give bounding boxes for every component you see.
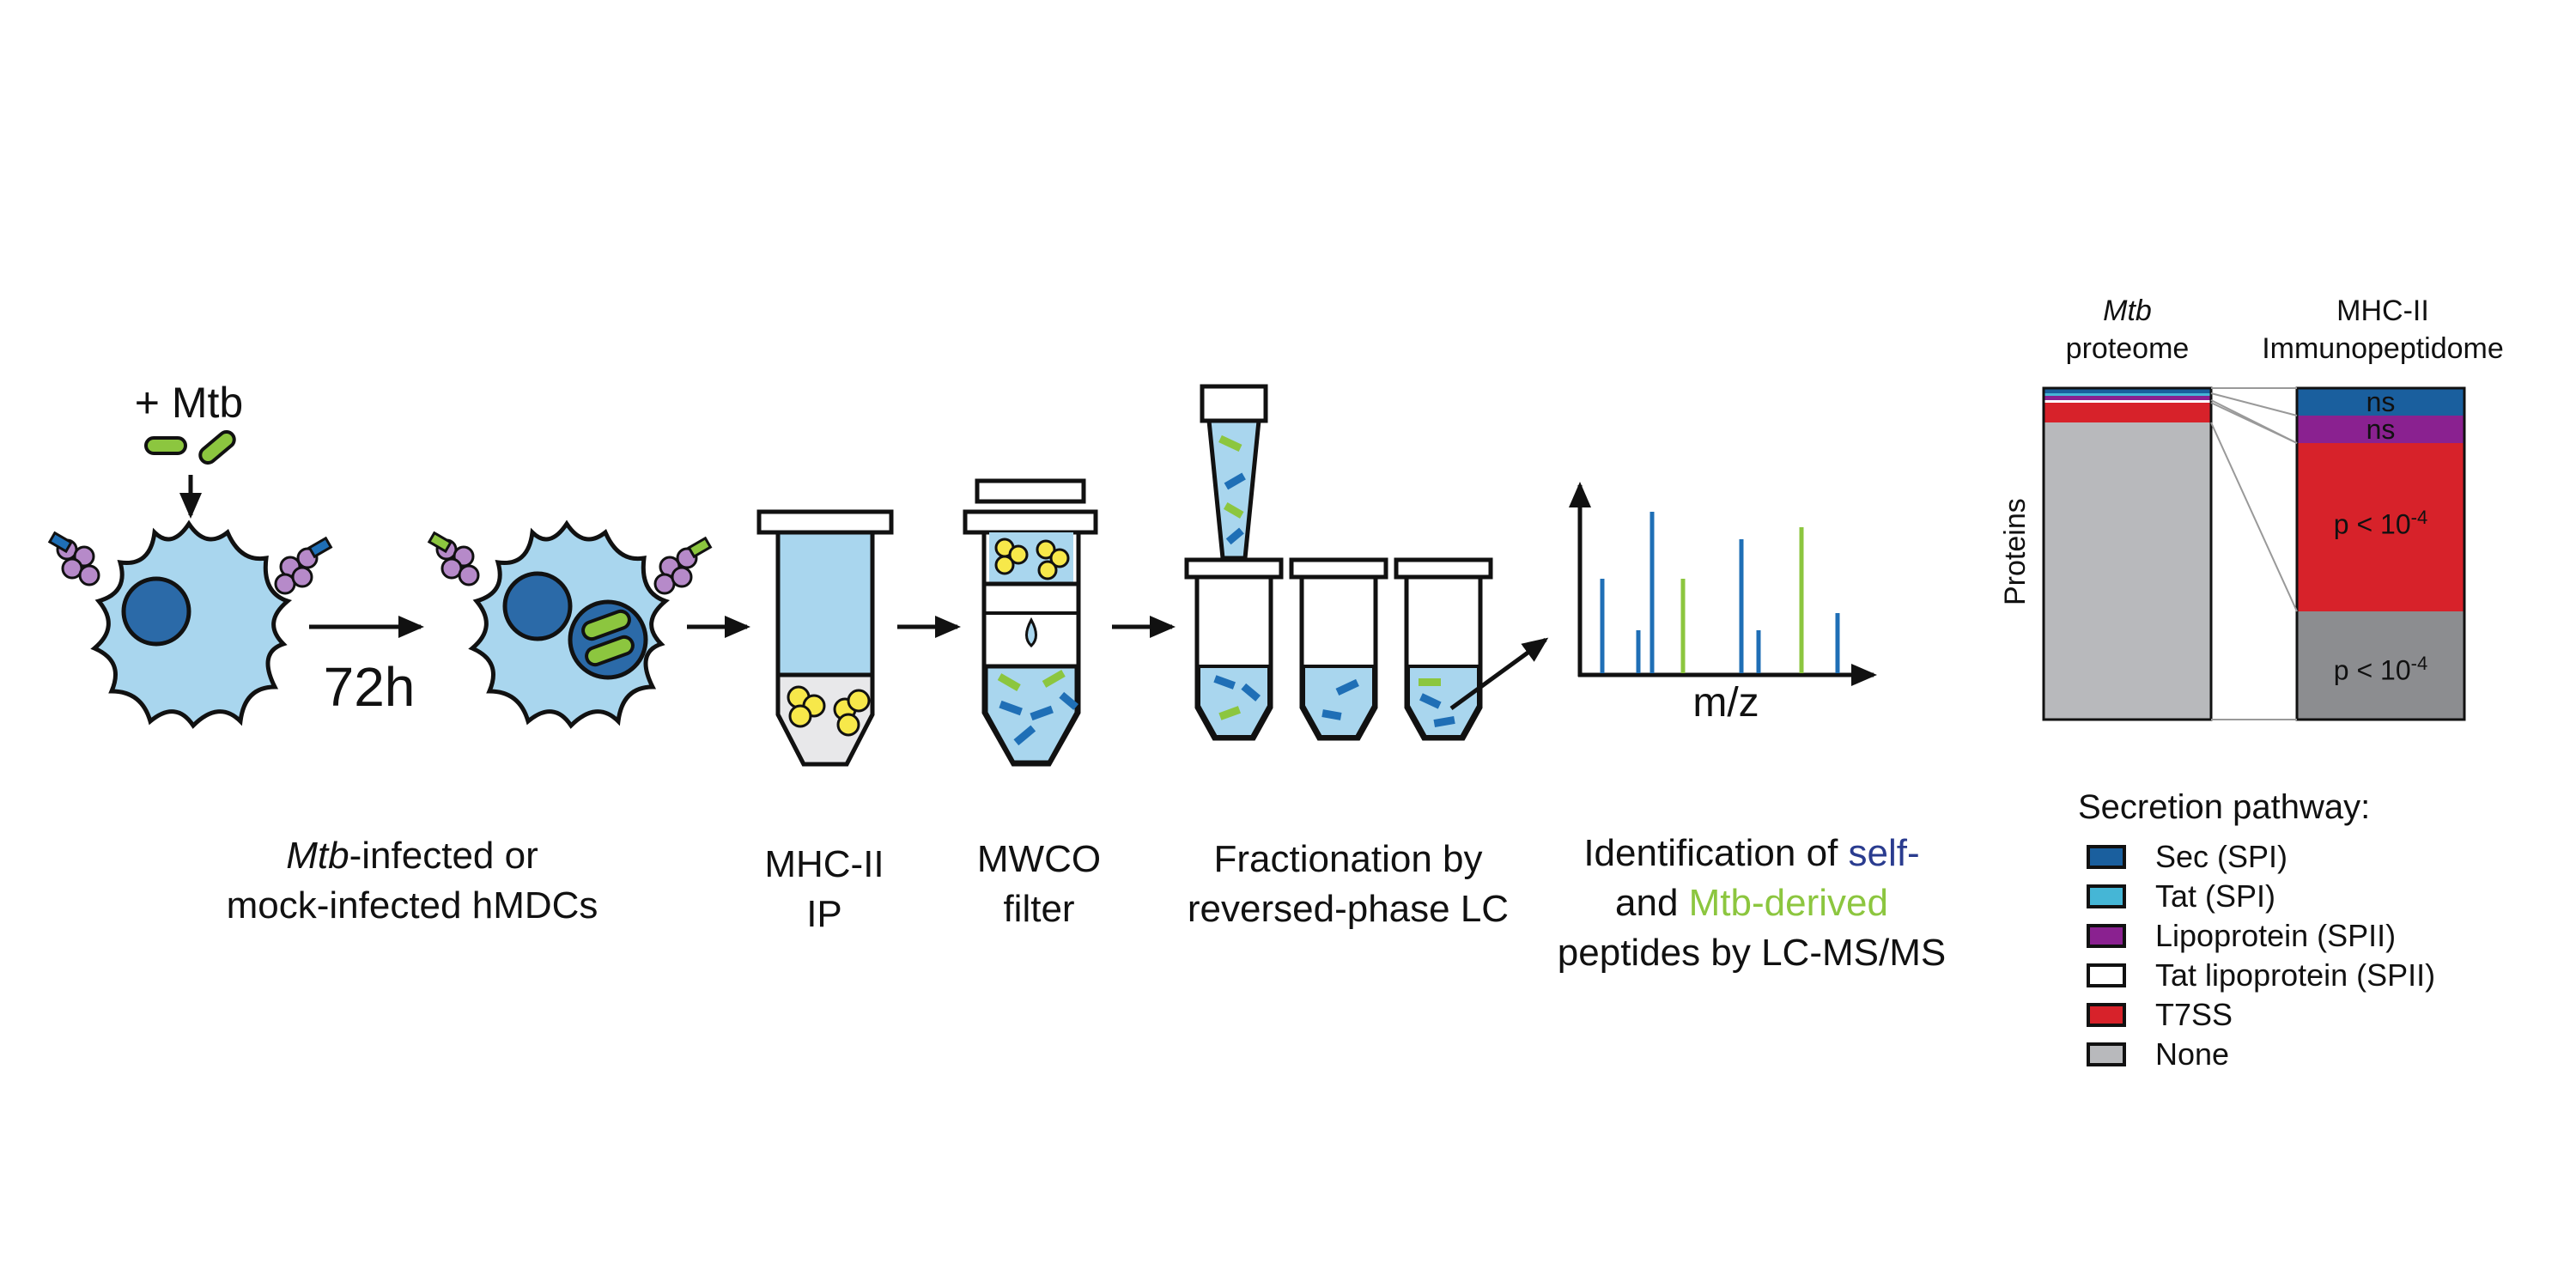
duration-label: 72h — [323, 656, 416, 718]
immuno-bar-none — [2297, 611, 2464, 720]
seg-label-lipo: ns — [2366, 414, 2396, 445]
step3-line2: filter — [1003, 888, 1075, 930]
immuno-bar-t7ss — [2297, 443, 2464, 611]
seg-label-t7ss: p < 10-4 — [2297, 507, 2464, 541]
legend-label: T7SS — [2155, 997, 2233, 1032]
immuno-header-line2: Immunopeptidome — [2262, 332, 2504, 365]
mwco-filter-tube — [963, 478, 1098, 767]
fraction-tube-1 — [1184, 557, 1284, 741]
step4-line2: reversed-phase LC — [1187, 888, 1510, 930]
macrophage-cell-2 — [468, 519, 671, 729]
immuno-header-line1: MHC-II — [2336, 295, 2429, 327]
arrow-to-ms — [1449, 637, 1549, 711]
seg-t7ss-base: p < 10 — [2333, 508, 2411, 540]
immunopeptidome-column-header: MHC-II Immunopeptidome — [2258, 292, 2507, 368]
mhc-molecule-icon — [427, 531, 480, 586]
fraction-tube-3 — [1394, 557, 1493, 741]
step1-italic: Mtb — [286, 835, 349, 877]
secretion-stacked-bars — [2042, 386, 2466, 721]
proteome-bar-t7ss — [2044, 403, 2211, 422]
mtb-derived-label: Mtb-derived — [1688, 882, 1888, 924]
step2-line2: IP — [806, 893, 842, 935]
legend: Sec (SPI) Tat (SPI) Lipoprotein (SPII) T… — [2087, 837, 2435, 1074]
seg-none-base: p < 10 — [2333, 654, 2411, 686]
immuno-bar-sec — [2297, 388, 2464, 416]
ip-tube — [756, 509, 894, 767]
legend-title: Secretion pathway: — [2078, 788, 2371, 826]
step4-line1: Fractionation by — [1213, 838, 1483, 880]
step5-label: Identification of self- and Mtb-derived … — [1537, 829, 1966, 978]
proteome-bar-tat — [2044, 393, 2211, 396]
legend-item-tat-lipoprotein: Tat lipoprotein (SPII) — [2087, 956, 2435, 995]
legend-item-lipoprotein: Lipoprotein (SPII) — [2087, 916, 2435, 956]
legend-label: Tat lipoprotein (SPII) — [2155, 957, 2436, 993]
proteome-header-line2: proteome — [2065, 332, 2190, 365]
legend-item-tat: Tat (SPI) — [2087, 877, 2435, 916]
seg-t7ss-exp: -4 — [2410, 507, 2428, 528]
legend-swatch — [2087, 884, 2126, 908]
step3-line1: MWCO — [976, 838, 1102, 880]
mtb-bacteria-icon — [144, 430, 236, 465]
step2-label: MHC-II IP — [738, 840, 910, 939]
self-derived-label: self- — [1848, 832, 1920, 874]
mhc-molecule-icon — [274, 536, 333, 595]
legend-item-sec: Sec (SPI) — [2087, 837, 2435, 877]
legend-label: Sec (SPI) — [2155, 839, 2288, 874]
step4-label: Fractionation by reversed-phase LC — [1151, 835, 1546, 934]
legend-swatch — [2087, 1003, 2126, 1027]
fraction-tube-2 — [1289, 557, 1388, 741]
mass-spectrum-plot — [1569, 482, 1877, 686]
step1-line2: mock-infected hMDCs — [226, 884, 598, 927]
legend-swatch — [2087, 1042, 2126, 1066]
step1-rest: -infected or — [349, 835, 538, 877]
legend-label: Tat (SPI) — [2155, 878, 2276, 914]
legend-item-none: None — [2087, 1035, 2435, 1074]
step2-line1: MHC-II — [764, 843, 884, 885]
legend-item-t7ss: T7SS — [2087, 995, 2435, 1035]
step5-line3: peptides by LC-MS/MS — [1557, 932, 1947, 974]
mhc-molecule-icon — [653, 536, 713, 595]
seg-none-exp: -4 — [2410, 653, 2428, 674]
seg-label-sec: ns — [2366, 386, 2396, 417]
proteome-bar-none — [2044, 422, 2211, 720]
legend-label: Lipoprotein (SPII) — [2155, 918, 2397, 953]
mhc-molecule-icon — [47, 531, 100, 586]
immuno-bar-lipoprotein — [2297, 416, 2464, 443]
step5-line1-a: Identification of — [1583, 832, 1849, 874]
legend-label: None — [2155, 1036, 2230, 1072]
step1-label: Mtb-infected or mock-infected hMDCs — [172, 831, 653, 931]
proteome-bar-tat-lipoprotein — [2044, 400, 2211, 403]
step5-line2-a: and — [1615, 882, 1689, 924]
chart-y-label: Proteins — [1999, 498, 2032, 605]
legend-swatch — [2087, 924, 2126, 948]
infection-label: + Mtb — [134, 379, 244, 427]
proteome-column-header: Mtb proteome — [2044, 292, 2211, 368]
legend-swatch — [2087, 963, 2126, 987]
legend-swatch — [2087, 845, 2126, 869]
seg-label-none: p < 10-4 — [2297, 653, 2464, 687]
proteome-bar-sec — [2044, 388, 2211, 393]
step3-label: MWCO filter — [953, 835, 1125, 934]
spectrum-xlabel: m/z — [1692, 680, 1759, 726]
proteome-header-italic: Mtb — [2103, 295, 2152, 327]
proteome-bar-lipoprotein — [2044, 396, 2211, 400]
macrophage-cell-1 — [90, 519, 293, 729]
